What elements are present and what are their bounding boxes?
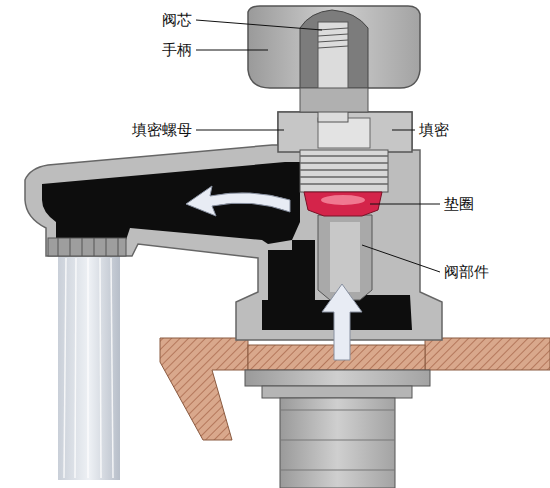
part-label: 阀部件: [443, 263, 490, 281]
part-label: 填密: [418, 121, 450, 139]
water-stream: [58, 255, 120, 480]
part-label: 填密螺母: [131, 121, 193, 139]
washer-highlight: [321, 195, 365, 205]
mount-nut: [245, 370, 430, 488]
part-label: 阀芯: [161, 11, 193, 29]
flow-arrow: [322, 284, 362, 360]
leader-lines: [196, 20, 440, 272]
flow-arrow: [186, 186, 290, 216]
part-label: 垫圈: [443, 195, 475, 213]
faucet-body: [25, 112, 442, 340]
part-label: 手柄: [161, 41, 193, 59]
packing-nut: [278, 112, 412, 192]
handle: [248, 6, 420, 122]
